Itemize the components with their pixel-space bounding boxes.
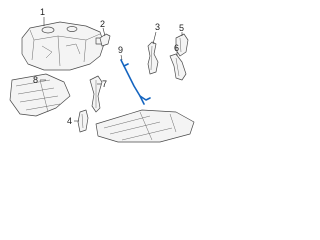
callout-7: 7: [102, 79, 107, 89]
left-shield: [9, 73, 71, 117]
leader-lines: [40, 17, 183, 122]
callout-6: 6: [174, 43, 179, 53]
callout-3: 3: [155, 22, 160, 32]
callout-2: 2: [100, 19, 105, 29]
fuel-tank-parts-diagram: 1 2 3 5 6 8 7 4 9: [9, 7, 195, 143]
callout-1: 1: [40, 7, 45, 17]
callout-5: 5: [179, 23, 184, 33]
callout-8: 8: [33, 75, 38, 85]
callout-9: 9: [118, 45, 123, 55]
fuel-tank: [21, 21, 105, 71]
tank-bracket: [99, 33, 111, 47]
hanger-bracket: [89, 75, 103, 113]
bottom-shield: [95, 109, 195, 143]
small-bracket: [77, 109, 89, 133]
right-bracket-6: [169, 53, 187, 81]
fuel-tank-strap: [120, 59, 151, 105]
callout-4: 4: [67, 116, 72, 126]
strap-bracket-upper: [147, 41, 159, 75]
right-bracket-5: [175, 33, 189, 57]
